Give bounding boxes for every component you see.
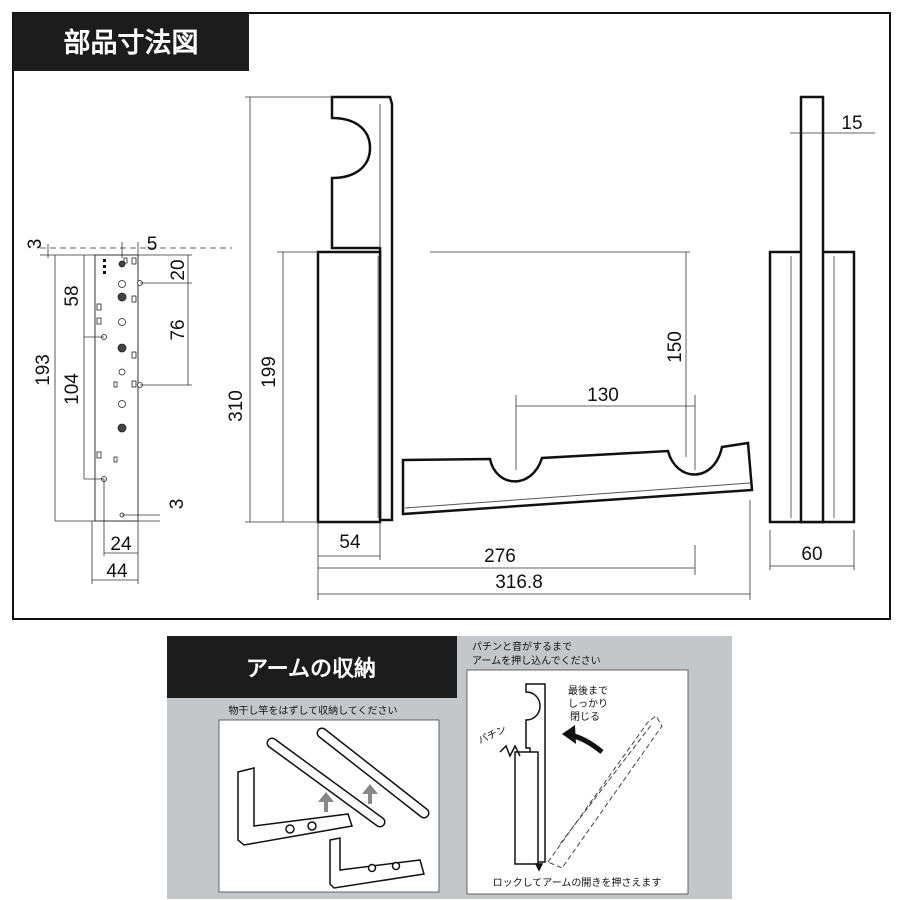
step2-line2: アームを押し込んでください — [472, 654, 601, 667]
dim-199: 199 — [259, 356, 280, 388]
arrow-note-2: しっかり — [568, 698, 608, 710]
arrow-note-3: 閉じる — [570, 711, 600, 723]
side-view — [316, 95, 394, 524]
section-title-bar — [13, 13, 249, 71]
dim-316-8: 316.8 — [495, 572, 543, 593]
dim-5: 5 — [147, 234, 158, 255]
dim-44: 44 — [106, 561, 128, 582]
dim-54: 54 — [339, 532, 361, 553]
arm-view — [401, 441, 754, 516]
arrow-note-1: 最後まで — [568, 684, 608, 697]
arm-view-dimension-lines — [318, 251, 751, 600]
lock-note: ロックしてアームの開きを押さえます — [493, 876, 662, 889]
dim-24: 24 — [110, 534, 132, 555]
side-view-dimension-lines — [245, 96, 381, 600]
storage-title-bar — [167, 636, 457, 698]
dim-76: 76 — [168, 319, 189, 340]
dim-15: 15 — [841, 113, 862, 134]
end-view-dimension-lines — [769, 132, 875, 570]
step2-box — [466, 669, 689, 895]
section-title: 部品寸法図 — [64, 27, 199, 59]
drawing-frame — [12, 12, 891, 620]
arm-outline-dashed — [547, 715, 663, 869]
dim-193: 193 — [33, 354, 54, 386]
sound-zigzag-icon — [499, 744, 521, 758]
dim-20: 20 — [168, 259, 189, 280]
dim-150: 150 — [665, 331, 686, 363]
step2-line1: パチンと音がするまで — [472, 640, 572, 653]
dim-3-bottom: 3 — [167, 499, 188, 510]
step1-caption: 物干し竿をはずして収納してください — [228, 704, 397, 717]
dim-58: 58 — [62, 285, 83, 306]
dim-60: 60 — [801, 544, 822, 565]
bracket-marking-icon — [103, 259, 106, 274]
step1-illustration — [237, 727, 430, 889]
push-arrow-icon — [562, 725, 604, 754]
bracket-dimension-lines — [40, 242, 232, 584]
bracket-front-view — [94, 254, 143, 522]
dim-104: 104 — [62, 373, 83, 405]
dim-310: 310 — [226, 390, 247, 422]
dim-3-top: 3 — [25, 239, 46, 250]
end-view — [768, 95, 856, 524]
storage-title: アームの収納 — [246, 656, 376, 682]
up-arrow-icon — [318, 784, 378, 812]
dim-276: 276 — [484, 546, 516, 567]
dim-130: 130 — [587, 385, 619, 406]
step2-illustration — [514, 683, 546, 872]
